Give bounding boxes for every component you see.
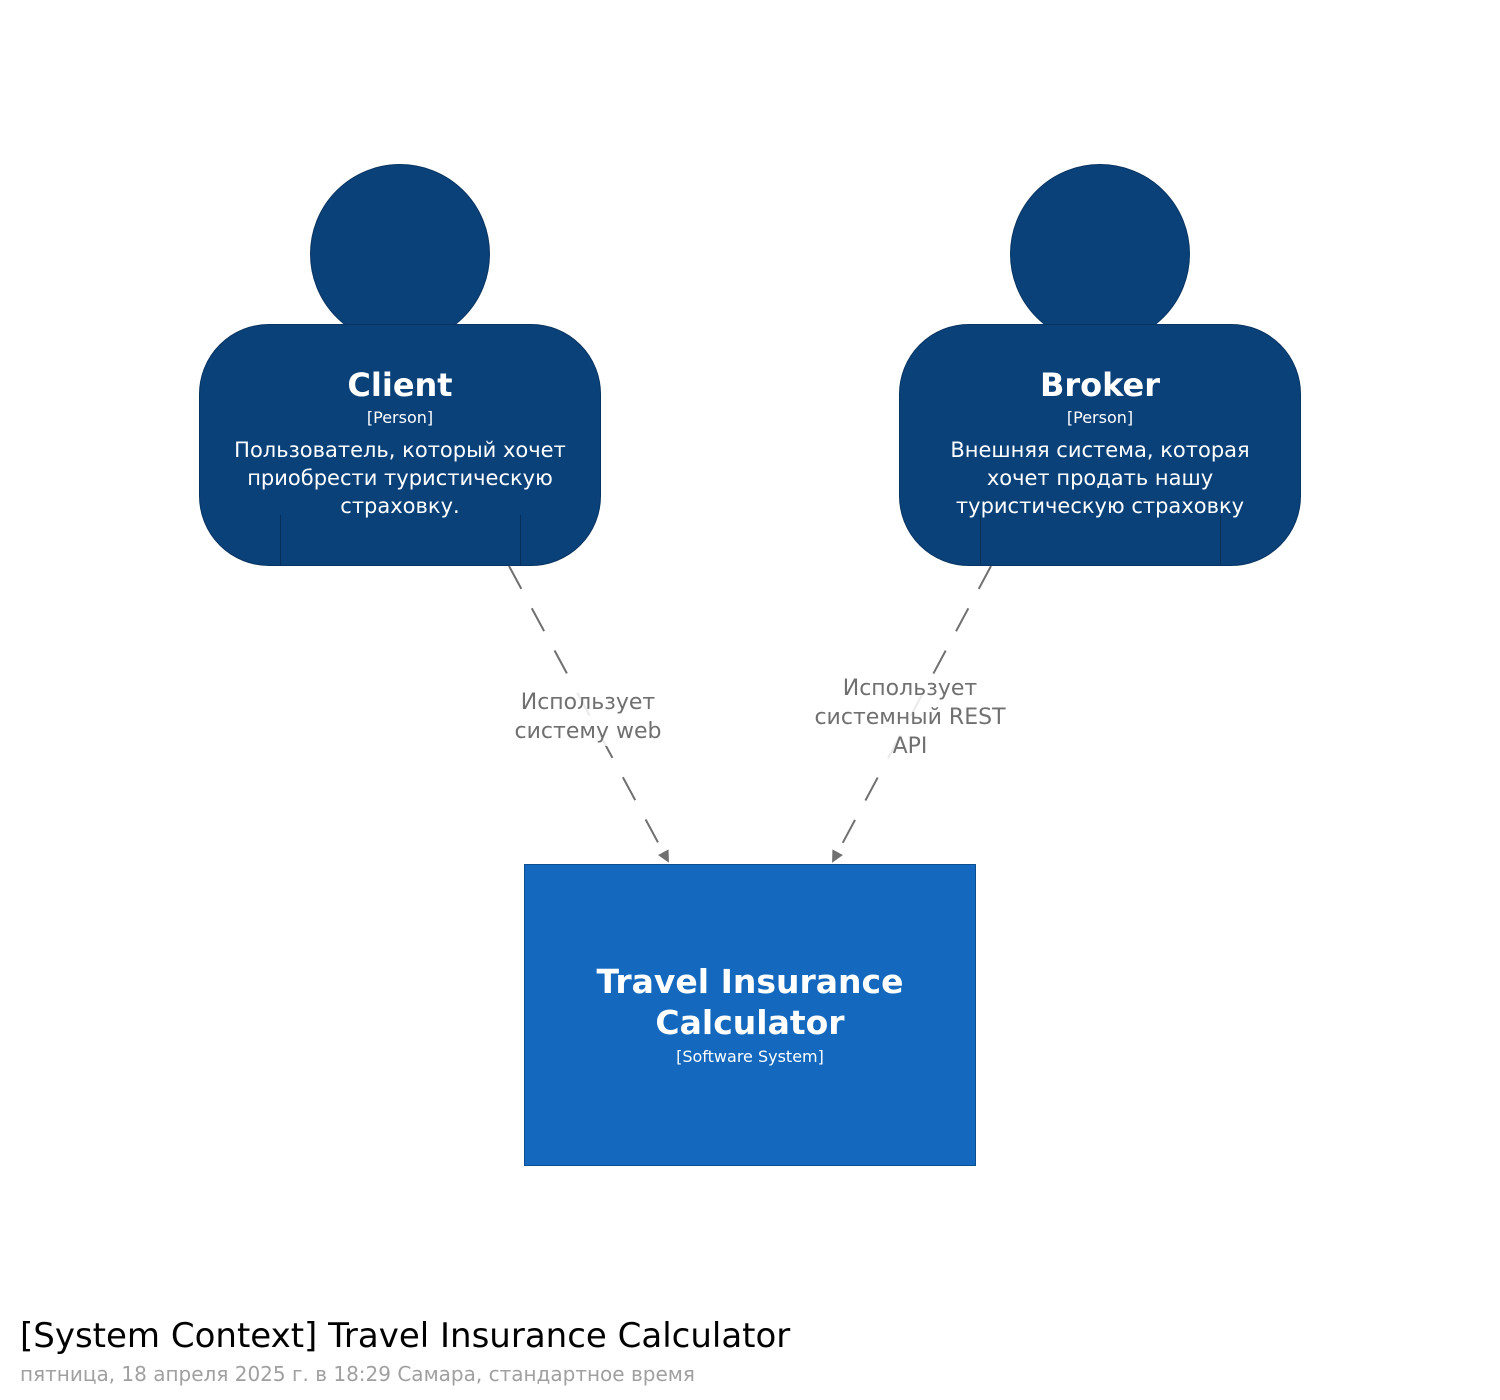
diagram-title: [System Context] Travel Insurance Calcul… bbox=[20, 1316, 791, 1356]
person-body: Broker [Person] Внешняя система, которая… bbox=[899, 324, 1301, 566]
person-description: Пользователь, который хочет приобрести т… bbox=[234, 438, 566, 518]
system-name: Travel Insurance Calculator bbox=[596, 962, 904, 1042]
person-name: Broker bbox=[1039, 366, 1161, 404]
person-arm-divider bbox=[980, 515, 981, 565]
person-body: Client [Person] Пользователь, который хо… bbox=[199, 324, 601, 566]
person-type: [Person] bbox=[366, 408, 434, 427]
person-arm-divider bbox=[520, 515, 521, 565]
person-arm-divider bbox=[1220, 515, 1221, 565]
person-head-icon bbox=[310, 164, 490, 344]
relationship-label-client: Использует систему web bbox=[478, 688, 698, 746]
diagram-timestamp: пятница, 18 апреля 2025 г. в 18:29 Самар… bbox=[20, 1362, 695, 1386]
software-system-box[interactable]: Travel Insurance Calculator [Software Sy… bbox=[524, 864, 976, 1166]
relationship-label-broker: Использует системный REST API bbox=[800, 674, 1020, 761]
person-name: Client bbox=[347, 366, 453, 404]
person-description: Внешняя система, которая хочет продать н… bbox=[950, 438, 1250, 518]
system-type: [Software System] bbox=[676, 1047, 824, 1066]
person-client[interactable]: Client [Person] Пользователь, который хо… bbox=[199, 164, 601, 566]
person-head-icon bbox=[1010, 164, 1190, 344]
person-broker[interactable]: Broker [Person] Внешняя система, которая… bbox=[899, 164, 1301, 566]
person-type: [Person] bbox=[1066, 408, 1134, 427]
person-arm-divider bbox=[280, 515, 281, 565]
